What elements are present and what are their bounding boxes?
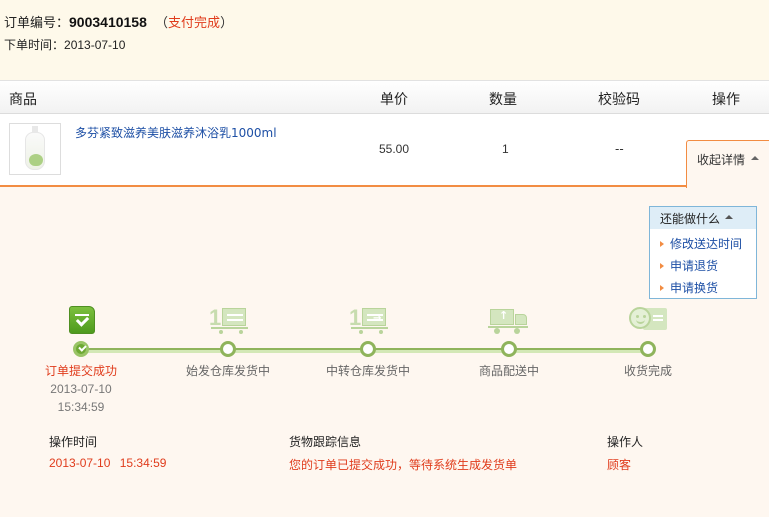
product-verify-code: -- [615, 142, 624, 156]
step-pending-dot-icon [501, 341, 517, 357]
bullet-arrow-icon [660, 285, 664, 291]
step-pending-dot-icon [640, 341, 656, 357]
log-operator-value: 顾客 [607, 458, 632, 472]
table-row: 多芬紧致滋养美肤滋养沐浴乳1000ml 55.00 1 -- [0, 114, 769, 186]
step-complete-check-icon [73, 341, 89, 357]
order-number-label: 订单编号： [4, 16, 70, 31]
collapse-details-label: 收起详情 [697, 153, 746, 167]
order-number: 9003410158 [69, 14, 147, 30]
step-label: 始发仓库发货中 [185, 364, 270, 378]
header-verify-code: 校验码 [598, 92, 640, 108]
step-order-submitted: 订单提交成功 2013-07-10 15:34:59 [21, 305, 141, 414]
action-request-return[interactable]: 申请退货 [650, 255, 756, 277]
product-price: 55.00 [379, 142, 410, 156]
step-date: 2013-07-10 [50, 382, 112, 396]
collapse-details-button[interactable]: 收起详情 [686, 140, 769, 188]
delivery-truck-icon: ↑ [488, 309, 530, 335]
order-submitted-icon [69, 306, 95, 334]
order-time-row: 下单时间：2013-07-10 [4, 36, 125, 53]
log-info-column: 货物跟踪信息 您的订单已提交成功，等待系统生成发货单 [289, 433, 517, 473]
step-label: 收货完成 [623, 364, 672, 378]
step-received: 收货完成 [588, 305, 708, 378]
header-quantity: 数量 [489, 92, 517, 108]
bullet-arrow-icon [660, 241, 664, 247]
paren-open: （ [155, 16, 169, 31]
order-number-row: 订单编号：9003410158 （支付完成） [4, 12, 233, 31]
paren-close: ） [220, 16, 234, 31]
product-name-link[interactable]: 多芬紧致滋养美肤滋养沐浴乳1000ml [75, 126, 277, 140]
more-actions-box: 还能做什么 修改送达时间 申请退货 申请换货 [649, 206, 757, 299]
step-transfer-warehouse: 1→ 中转仓库发货中 [308, 305, 428, 379]
transfer-warehouse-cart-icon: 1→ [349, 307, 389, 335]
product-thumbnail[interactable] [9, 123, 61, 175]
bullet-arrow-icon [660, 263, 664, 269]
action-request-exchange[interactable]: 申请换货 [650, 277, 756, 299]
received-smile-icon [629, 305, 671, 335]
log-time-value: 2013-07-10 15:34:59 [49, 456, 167, 470]
log-time-header: 操作时间 [49, 435, 98, 449]
log-operator-column: 操作人 顾客 [607, 433, 643, 473]
caret-up-icon [751, 156, 759, 160]
order-header: 订单编号：9003410158 （支付完成） 下单时间：2013-07-10 [0, 0, 769, 80]
log-time-column: 操作时间 2013-07-10 15:34:59 [49, 433, 166, 470]
step-origin-warehouse: 1 始发仓库发货中 [168, 305, 288, 379]
step-time: 15:34:59 [57, 400, 105, 414]
order-time: 2013-07-10 [64, 38, 126, 52]
action-label: 申请换货 [670, 281, 719, 295]
more-actions-toggle[interactable]: 还能做什么 [650, 207, 756, 229]
origin-warehouse-cart-icon: 1 [209, 307, 249, 335]
product-quantity: 1 [502, 142, 509, 156]
step-pending-dot-icon [220, 341, 236, 357]
step-label: 商品配送中 [478, 364, 539, 378]
action-label: 申请退货 [670, 259, 719, 273]
bottle-image-icon [25, 126, 45, 170]
caret-up-icon [725, 215, 733, 219]
step-delivering: ↑ 商品配送中 [449, 305, 569, 378]
step-label: 中转仓库发货中 [325, 364, 410, 378]
order-time-label: 下单时间： [4, 38, 65, 52]
order-status: 支付完成 [168, 16, 221, 31]
step-label: 订单提交成功 [44, 364, 117, 378]
step-pending-dot-icon [360, 341, 376, 357]
table-header: 商品 单价 数量 校验码 操作 [0, 80, 769, 114]
log-operator-header: 操作人 [607, 435, 644, 449]
action-label: 修改送达时间 [670, 237, 743, 251]
header-price: 单价 [380, 92, 408, 108]
action-change-delivery-time[interactable]: 修改送达时间 [650, 233, 756, 255]
log-info-value: 您的订单已提交成功，等待系统生成发货单 [289, 458, 518, 472]
header-operation: 操作 [712, 92, 740, 108]
header-product: 商品 [9, 92, 37, 108]
more-actions-title: 还能做什么 [660, 212, 721, 226]
log-info-header: 货物跟踪信息 [289, 435, 362, 449]
